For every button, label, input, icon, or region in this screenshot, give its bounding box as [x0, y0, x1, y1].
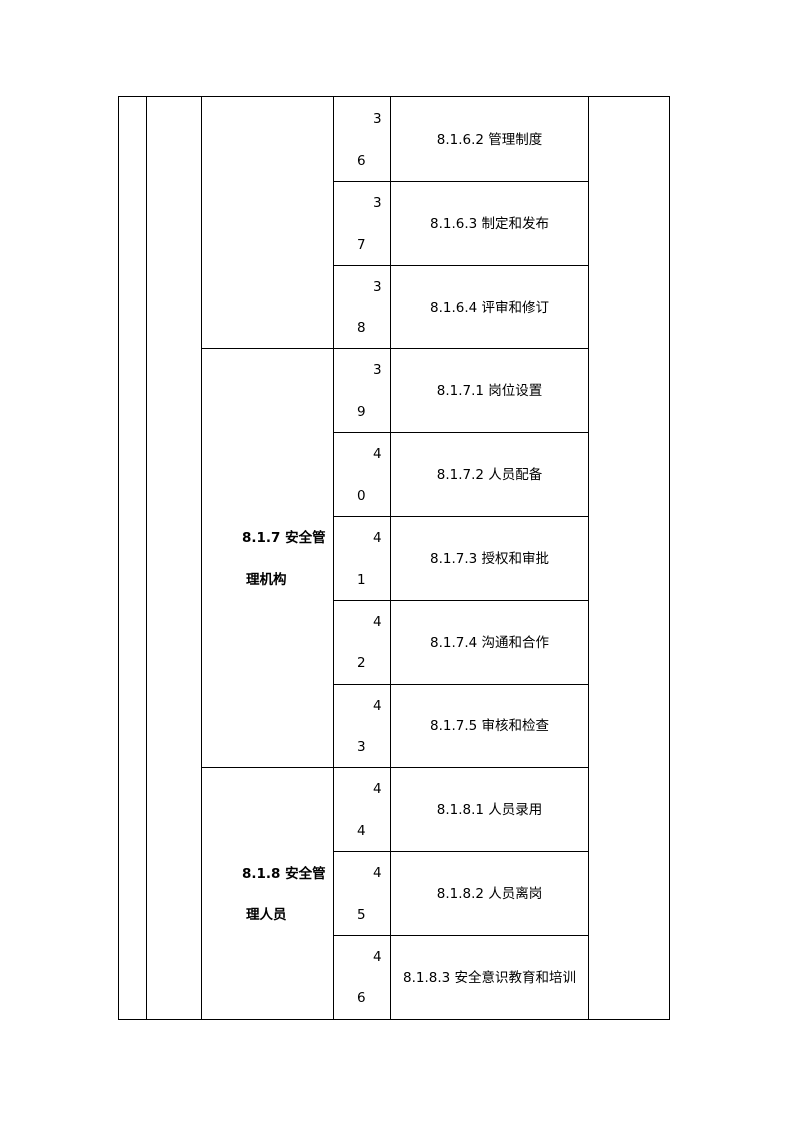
item-label: 8.1.6.3 制定和发布 — [429, 216, 550, 232]
row-separator — [333, 432, 589, 433]
row-number-tens: 4 — [373, 865, 382, 881]
row-number-tens: 4 — [373, 530, 382, 546]
table-column-divider-1 — [146, 96, 147, 1020]
item-label: 8.1.8.3 安全意识教育和培训 — [402, 970, 577, 986]
table-border-right — [669, 96, 670, 1020]
row-number-ones: 9 — [357, 404, 366, 420]
row-number-ones: 5 — [357, 907, 366, 923]
row-number-ones: 0 — [357, 488, 366, 504]
item-label: 8.1.8.1 人员录用 — [436, 802, 543, 818]
row-number-ones: 6 — [357, 990, 366, 1006]
row-number-ones: 3 — [357, 739, 366, 755]
group-label-8-1-7-line1: 8.1.7 安全管 — [242, 530, 326, 546]
row-number-tens: 4 — [373, 614, 382, 630]
row-number-ones: 1 — [357, 572, 366, 588]
row-number-tens: 3 — [373, 111, 382, 127]
row-number-tens: 3 — [373, 362, 382, 378]
row-number-ones: 6 — [357, 153, 366, 169]
row-separator — [333, 851, 589, 852]
item-label: 8.1.7.4 沟通和合作 — [429, 635, 550, 651]
item-label: 8.1.7.2 人员配备 — [436, 467, 543, 483]
item-label: 8.1.6.4 评审和修订 — [429, 300, 550, 316]
row-number-tens: 4 — [373, 949, 382, 965]
item-label: 8.1.6.2 管理制度 — [436, 132, 543, 148]
row-separator — [333, 684, 589, 685]
item-label: 8.1.7.5 审核和检查 — [429, 718, 550, 734]
row-number-tens: 4 — [373, 781, 382, 797]
row-number-ones: 2 — [357, 655, 366, 671]
group-label-8-1-8-line1: 8.1.8 安全管 — [242, 866, 326, 882]
table-border-left — [118, 96, 119, 1020]
row-separator — [333, 265, 589, 266]
table-column-divider-5 — [588, 96, 589, 1020]
row-separator — [333, 181, 589, 182]
table-border-bottom — [118, 1019, 670, 1020]
group-label-8-1-7-line2: 理机构 — [246, 572, 287, 588]
row-number-tens: 4 — [373, 446, 382, 462]
row-number-ones: 7 — [357, 237, 366, 253]
table-column-divider-2 — [201, 96, 202, 1020]
row-number-tens: 3 — [373, 279, 382, 295]
table-border-top — [118, 96, 670, 97]
table-column-divider-4 — [390, 96, 391, 1020]
group-separator — [201, 348, 589, 349]
row-number-tens: 3 — [373, 195, 382, 211]
row-separator — [333, 935, 589, 936]
row-separator — [333, 516, 589, 517]
group-label-8-1-8-line2: 理人员 — [246, 907, 287, 923]
item-label: 8.1.8.2 人员离岗 — [436, 886, 543, 902]
group-separator — [201, 767, 589, 768]
row-number-tens: 4 — [373, 698, 382, 714]
item-label: 8.1.7.3 授权和审批 — [429, 551, 550, 567]
table-column-divider-3 — [333, 96, 334, 1020]
row-number-ones: 4 — [357, 823, 366, 839]
item-label: 8.1.7.1 岗位设置 — [436, 383, 543, 399]
row-separator — [333, 600, 589, 601]
row-number-ones: 8 — [357, 320, 366, 336]
